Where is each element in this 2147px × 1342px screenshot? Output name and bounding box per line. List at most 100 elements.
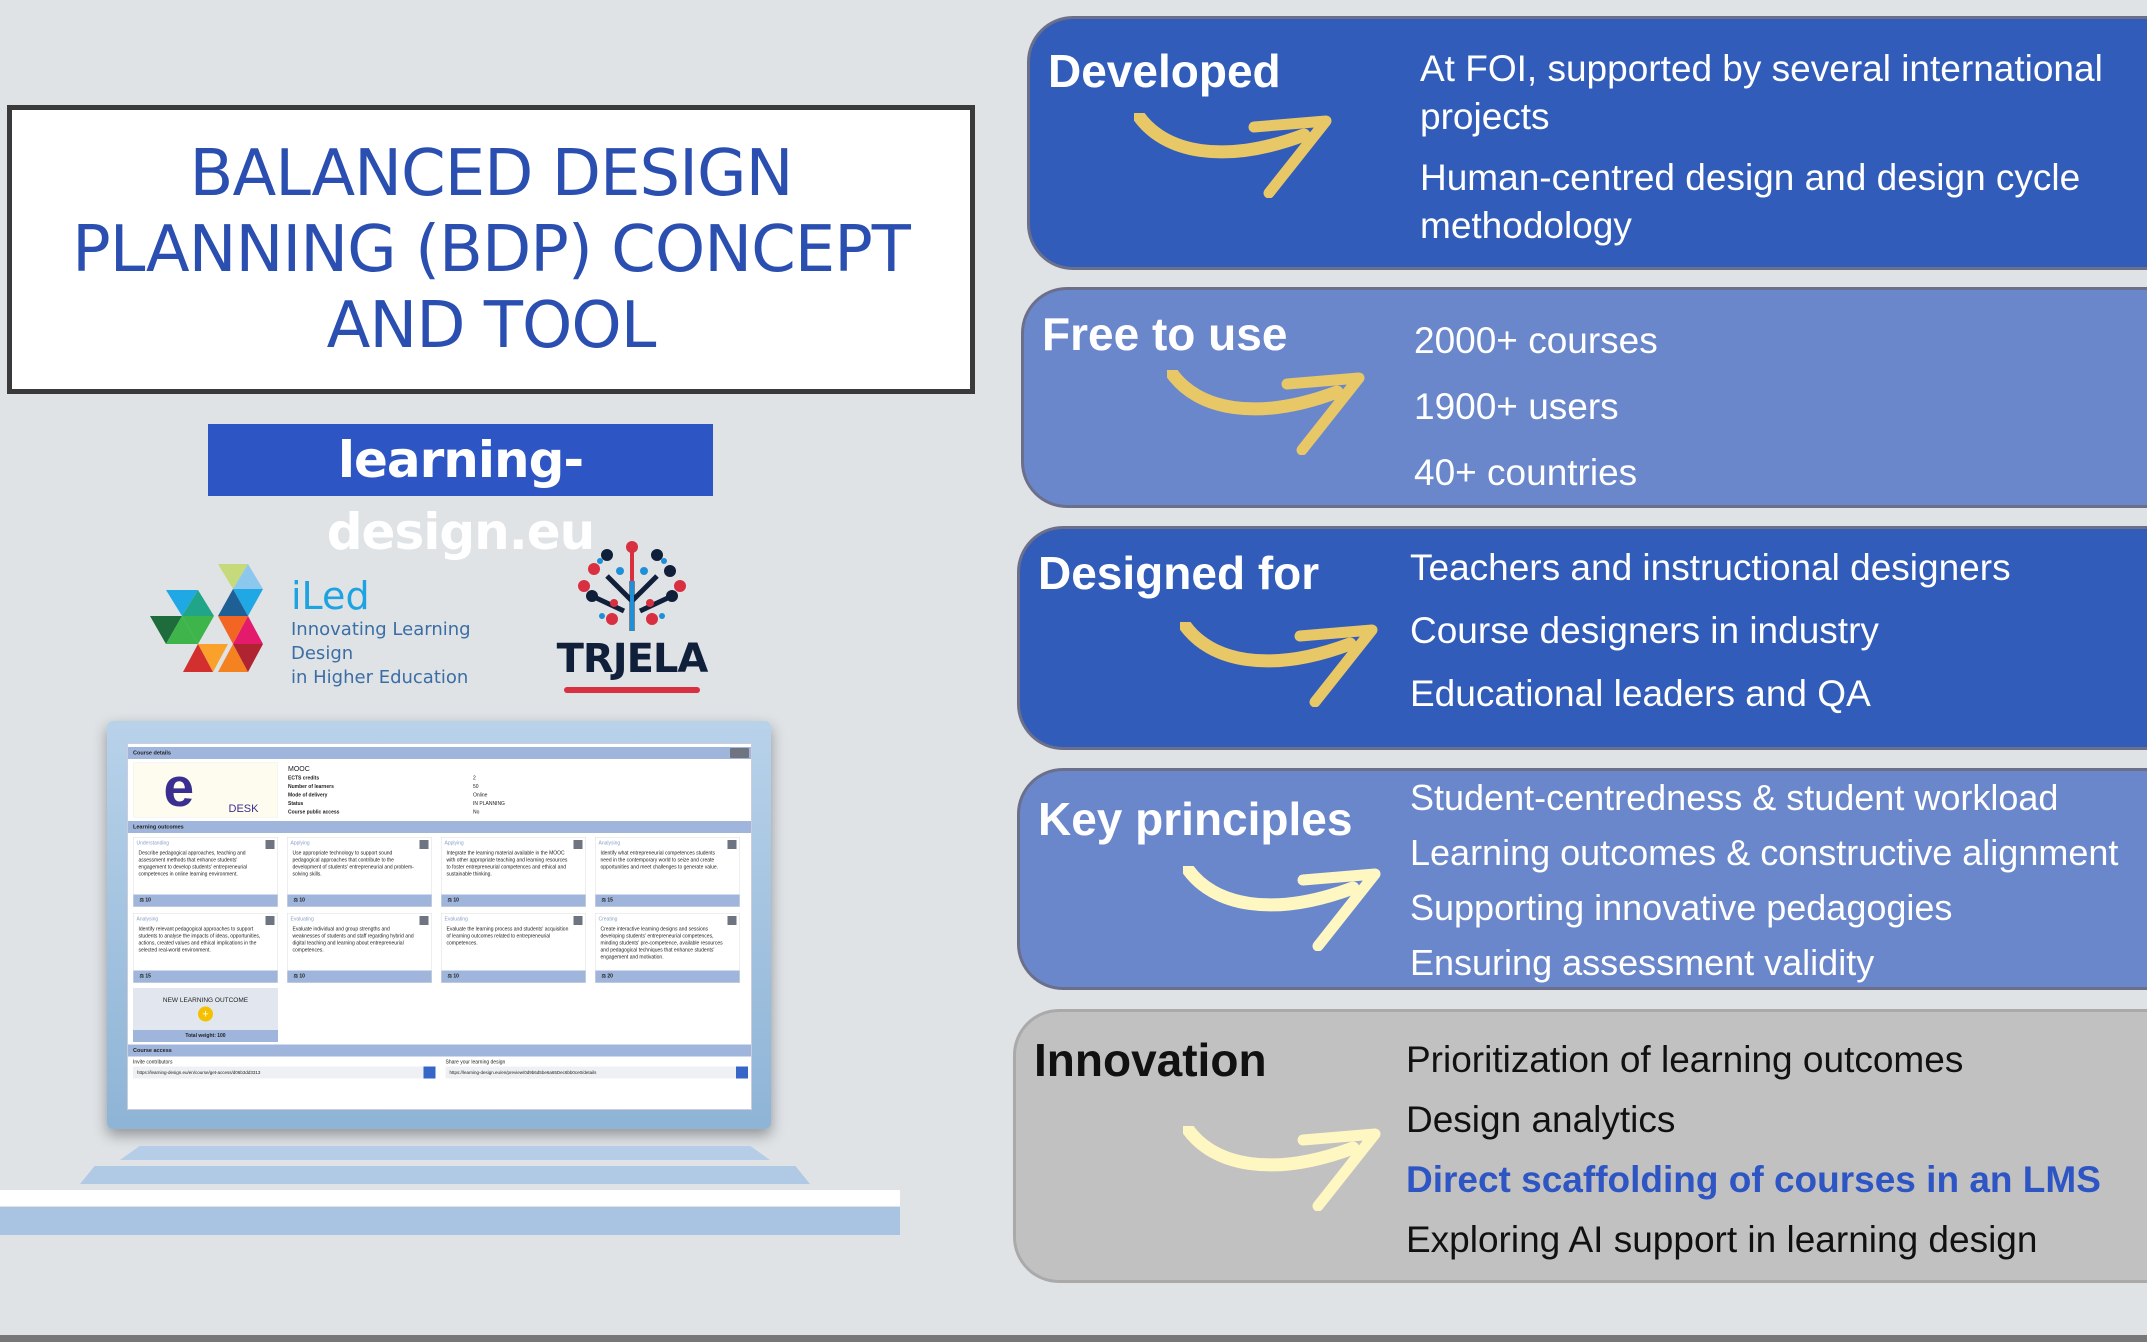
panel-item: 40+ countries (1414, 452, 1638, 493)
weight-value: 20 (607, 973, 613, 980)
edit-icon[interactable] (265, 840, 275, 849)
copy-icon[interactable] (736, 1066, 748, 1079)
tree-network-icon (578, 541, 686, 631)
new-learning-outcome-card[interactable]: NEW LEARNING OUTCOME + Total weight: 100 (133, 988, 278, 1042)
logo-text: DESK (228, 802, 259, 815)
panel-item: 1900+ users (1414, 386, 1619, 427)
iled-tagline-2: in Higher Education (291, 667, 469, 688)
weight-value: 15 (607, 897, 613, 904)
panel-designed-for: Designed for Teachers and instructional … (1017, 526, 2147, 750)
field-label: Status (288, 801, 304, 807)
edit-icon[interactable] (727, 916, 737, 925)
edit-icon[interactable] (265, 916, 275, 925)
share-label: Share your learning design (445, 1059, 506, 1066)
field-label: Course public access (288, 809, 340, 816)
outcome-category: Understanding (136, 840, 170, 847)
panel-free-to-use: Free to use 2000+ courses 1900+ users 40+ … (1021, 287, 2147, 508)
panel-item: Supporting innovative pedagogies (1410, 887, 1953, 928)
iled-triangles-icon (150, 564, 263, 672)
panel-heading: Innovation (1034, 1034, 1267, 1086)
trjela-underline (564, 687, 700, 693)
arrow-icon (1183, 1126, 1381, 1211)
panel-developed: Developed At FOI, supported by several i… (1027, 16, 2147, 270)
bottom-divider (0, 1335, 2147, 1342)
panel-items: 2000+ courses 1900+ users 40+ countries (1414, 317, 1658, 515)
total-weight: Total weight: 100 (133, 1030, 278, 1042)
plus-icon[interactable]: + (198, 1006, 213, 1022)
learning-outcomes-bar: Learning outcomes (128, 821, 751, 833)
panel-heading: Free to use (1042, 308, 1288, 360)
field-value: 2 (473, 775, 476, 782)
panel-item: Ensuring assessment validity (1410, 942, 1875, 983)
weight-value: 10 (299, 897, 305, 904)
weight-value: 15 (145, 973, 151, 980)
outcome-weight: ⚖ 10 (287, 894, 432, 907)
panel-item: 2000+ courses (1414, 320, 1658, 361)
edit-icon[interactable] (730, 748, 749, 758)
panel-items: At FOI, supported by several internation… (1420, 45, 2140, 263)
edit-icon[interactable] (419, 840, 429, 849)
arrow-icon (1167, 370, 1365, 455)
trjela-logo: TRJELA (552, 541, 712, 696)
field-value: IN PLANNING (473, 801, 505, 807)
outcome-weight: ⚖ 15 (595, 894, 740, 907)
panel-item: Educational leaders and QA (1410, 673, 1871, 714)
outcome-category: Analysing (136, 916, 159, 923)
laptop-keyboard (120, 1146, 770, 1160)
edit-icon[interactable] (573, 840, 583, 849)
outcome-weight: ⚖ 15 (133, 970, 278, 983)
panel-heading: Designed for (1038, 547, 1320, 599)
outcome-weight: ⚖ 10 (441, 970, 586, 983)
outcome-category: Creating (598, 916, 618, 923)
laptop-edge (0, 1190, 900, 1206)
invite-url-field[interactable]: https://learning-design.eu/en/course/get… (133, 1066, 436, 1079)
edit-icon[interactable] (419, 916, 429, 925)
weight-value: 10 (299, 973, 305, 980)
arrow-icon (1134, 113, 1332, 198)
course-access-bar: Course access (128, 1044, 751, 1057)
weight-value: 10 (453, 973, 459, 980)
laptop-base (0, 1207, 900, 1235)
panel-item: Learning outcomes & constructive alignme… (1410, 832, 2119, 873)
course-type: MOOC (288, 764, 310, 773)
outcome-text: Identify relevant pedagogical approaches… (138, 926, 261, 954)
outcome-weight: ⚖ 20 (595, 970, 740, 983)
outcome-weight: ⚖ 10 (287, 970, 432, 983)
trjela-name: TRJELA (556, 636, 709, 682)
course-details-bar: Course details (128, 747, 751, 759)
course-details-label: Course details (133, 750, 171, 756)
iled-name: iLed (291, 574, 370, 618)
panel-item: Human-centred design and design cycle me… (1420, 157, 2081, 246)
edit-icon[interactable] (727, 840, 737, 849)
title-box: BALANCED DESIGN PLANNING (BDP) CONCEPT A… (7, 105, 975, 394)
copy-icon[interactable] (423, 1066, 436, 1079)
outcome-text: Use appropriate technology to support so… (292, 850, 414, 878)
field-label: ECTS credits (288, 775, 320, 782)
weight-value: 10 (145, 897, 151, 904)
course-access-label: Course access (133, 1047, 172, 1054)
field-label: Number of learners (288, 784, 334, 790)
outcome-category: Evaluating (444, 916, 468, 923)
share-url-field[interactable]: https://learning-design.eu/en/preview/0d… (445, 1066, 748, 1079)
outcome-text: Identify what entrepreneurial competence… (600, 850, 719, 871)
edit-icon[interactable] (573, 916, 583, 925)
website-link[interactable]: learning-design.eu (208, 424, 713, 561)
